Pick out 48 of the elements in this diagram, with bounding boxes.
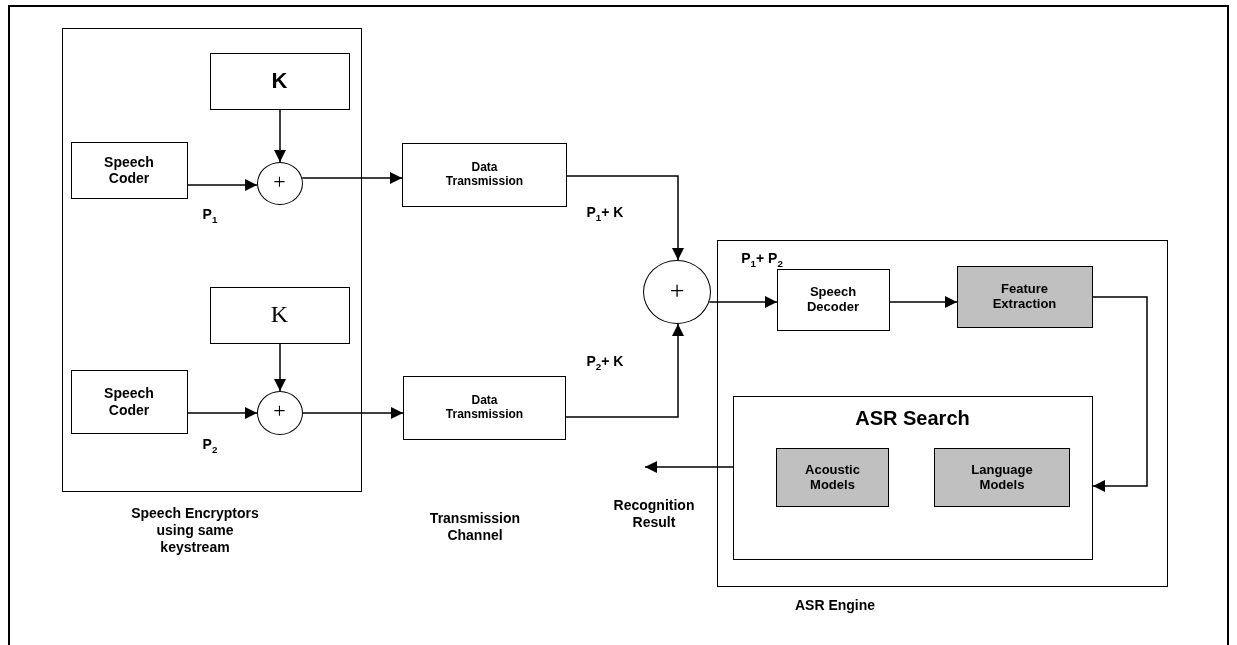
process-box: [402, 143, 567, 207]
key-box: [209, 52, 350, 110]
box-label: K: [271, 68, 288, 94]
arrow: [187, 407, 258, 419]
arrow: [708, 296, 778, 308]
box-label: Data Transmission: [444, 161, 525, 189]
box-label: Speech Coder: [103, 153, 155, 187]
process-box: [956, 265, 1093, 328]
arrow: [302, 407, 404, 419]
signal-label: P$_{2}$: [201, 436, 219, 456]
signal-label: P$_{2}$+ K: [585, 353, 625, 373]
process-box: [70, 141, 188, 199]
encryptor-panel: [62, 28, 362, 492]
panel-caption: Speech Encryptors using same keystream: [130, 505, 260, 556]
arrow: [644, 461, 734, 473]
box-label: K: [270, 301, 289, 329]
process-box: [776, 268, 890, 331]
model-box: [776, 448, 889, 507]
box-label: Acoustic Models: [804, 462, 861, 493]
arrow: [274, 343, 286, 392]
arrow: [566, 175, 684, 261]
arrow: [187, 179, 258, 191]
plus-sign: +: [669, 277, 685, 304]
panel-title: ASR Search: [854, 406, 971, 430]
stage-label: Transmission Channel: [428, 510, 522, 544]
process-box: [70, 369, 188, 434]
box-label: Data Transmission: [444, 394, 525, 422]
plus-sign: +: [273, 170, 286, 193]
arrow: [889, 296, 958, 308]
stage-label: Recognition Result: [612, 497, 696, 531]
engine-panel: [717, 240, 1168, 587]
signal-label: P$_{1}$+ P$_{2}$: [740, 250, 784, 270]
plus-sign: +: [273, 400, 286, 422]
arrow: [274, 109, 286, 163]
box-label: Speech Decoder: [806, 284, 860, 315]
signal-label: P$_{1}$: [201, 206, 219, 226]
arrow: [565, 323, 684, 418]
panel-caption: ASR Engine: [793, 597, 877, 614]
process-box: [403, 376, 566, 440]
box-label: Feature Extraction: [991, 281, 1058, 312]
box-label: Language Models: [970, 462, 1034, 493]
arrow: [1092, 296, 1148, 492]
arrow: [301, 172, 403, 184]
signal-label: P$_{1}$+ K: [585, 204, 625, 224]
box-label: Speech Coder: [103, 385, 155, 418]
model-box: [934, 448, 1070, 507]
key-box: [209, 286, 350, 344]
search-panel: [732, 395, 1093, 560]
